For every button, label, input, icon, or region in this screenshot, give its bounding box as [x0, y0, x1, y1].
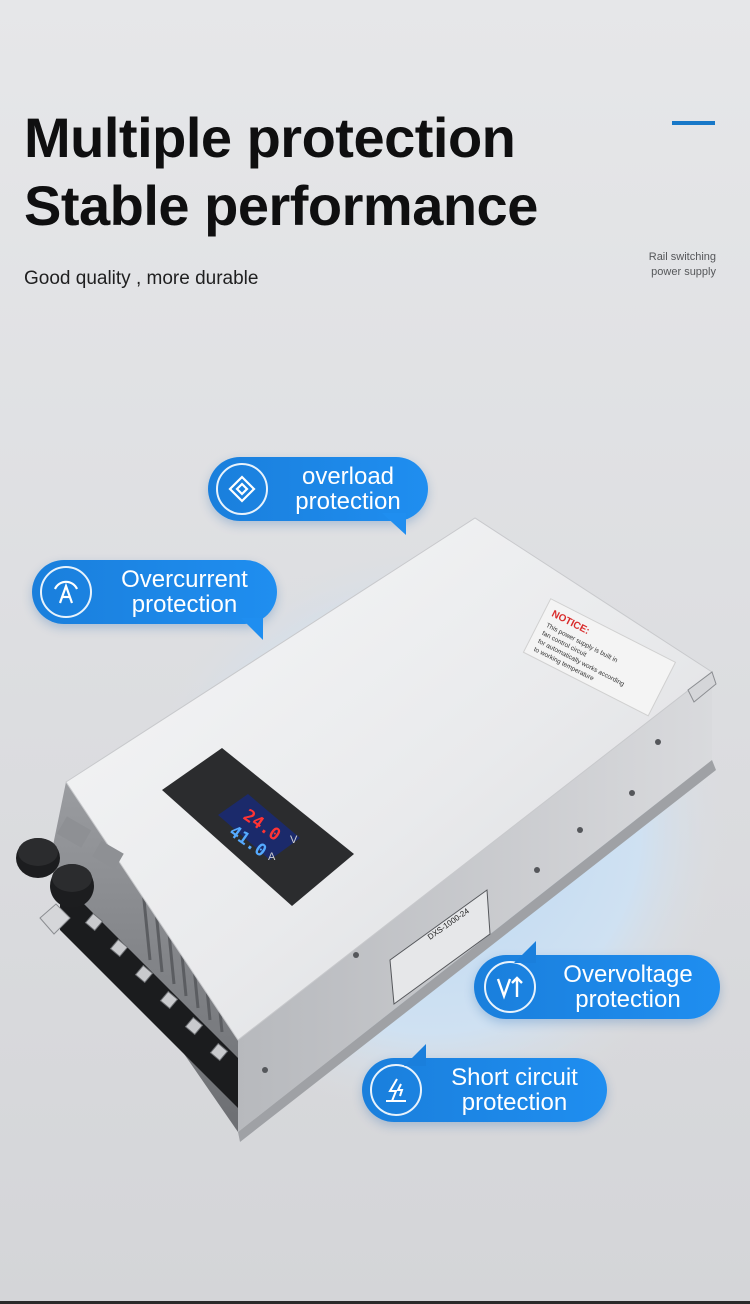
display-panel: 24.0 41.0 V A [162, 748, 354, 906]
subtitle: Good quality , more durable [24, 268, 259, 289]
screws [262, 739, 661, 1073]
feature-bubble-short-circuit: Short circuit protection [362, 1044, 607, 1122]
page-title: Multiple protection Stable performance [24, 104, 538, 240]
overvoltage-icon [484, 961, 536, 1013]
side-note-line-2: power supply [651, 266, 716, 278]
title-line-2: Stable performance [24, 174, 538, 237]
side-note-line-1: Rail switching [648, 251, 716, 263]
feature-bubble-overcurrent: Overcurrent protection [32, 560, 277, 640]
adjust-knobs [16, 816, 124, 908]
feature-label: Overcurrent protection [121, 566, 248, 618]
feature-label: Overvoltage protection [563, 961, 693, 1013]
feature-bubble-overload: overload protection [208, 457, 428, 535]
power-supply-image: NOTICE: This power supply is built in fa… [16, 517, 730, 1142]
svg-text:A: A [268, 851, 276, 863]
feature-bubble-overvoltage: Overvoltage protection [474, 941, 720, 1019]
overcurrent-icon [40, 566, 92, 618]
title-line-1: Multiple protection [24, 106, 516, 169]
svg-text:V: V [290, 834, 298, 846]
short-circuit-icon [370, 1064, 422, 1116]
feature-label: overload protection [295, 463, 401, 515]
accent-bar [672, 121, 715, 125]
feature-label: Short circuit protection [451, 1064, 578, 1116]
overload-icon [216, 463, 268, 515]
bottom-divider [0, 1301, 750, 1304]
terminal-block [60, 880, 240, 1110]
mount-tab [39, 903, 71, 935]
side-note: Rail switching power supply [596, 250, 716, 280]
